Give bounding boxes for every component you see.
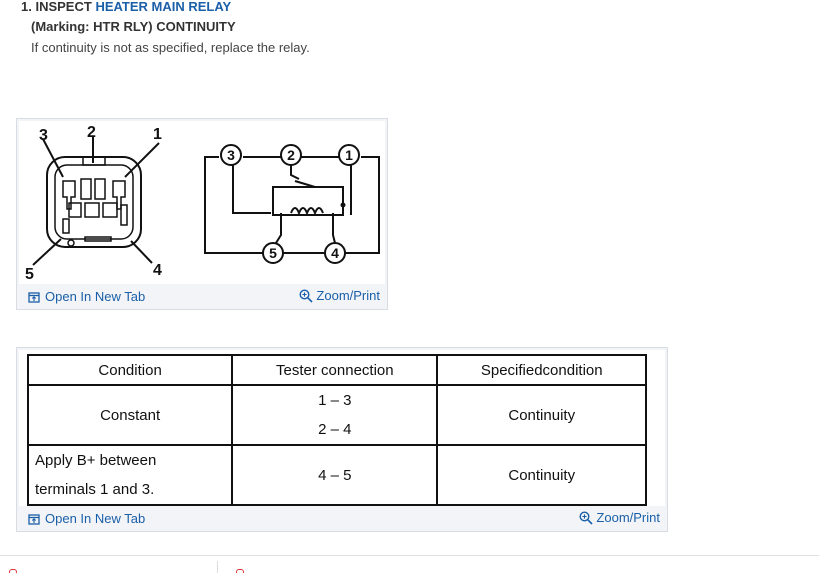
relay-connector-outline xyxy=(46,156,142,248)
relay-figure: 3 2 1 5 4 3 2 1 5 4 xyxy=(16,118,388,310)
table-header-tester-connection: Tester connection xyxy=(231,354,439,386)
step-title: 1. INSPECT HEATER MAIN RELAY xyxy=(21,0,231,14)
table-header-specified-condition: Specifiedcondition xyxy=(436,354,647,386)
continuity-table-image[interactable]: Condition Tester connection Specifiedcon… xyxy=(19,350,665,506)
schematic-terminal-label: 2 xyxy=(287,147,295,163)
schematic-wire xyxy=(204,156,269,254)
zoom-icon xyxy=(299,288,313,303)
schematic-terminal-label: 5 xyxy=(269,245,277,261)
zoom-print-label: Zoom/Print xyxy=(316,288,380,303)
step-title-prefix: INSPECT xyxy=(35,0,92,14)
table-row: Constant 1 – 3 2 – 4 Continuity xyxy=(26,384,647,446)
table-row: Apply B+ between terminals 1 and 3. 4 – … xyxy=(26,444,647,506)
zoom-print-label: Zoom/Print xyxy=(596,510,660,525)
connection-line: 2 – 4 xyxy=(318,421,352,438)
schematic-terminal-label: 3 xyxy=(227,147,235,163)
connection-line: 1 – 3 xyxy=(318,392,352,409)
condition-line: Apply B+ between xyxy=(35,452,157,469)
zoom-print-link[interactable]: Zoom/Print xyxy=(299,288,380,303)
table-cell-specified: Continuity xyxy=(436,444,647,506)
connector-terminal-label: 4 xyxy=(153,262,162,279)
open-in-new-tab-link[interactable]: Open In New Tab xyxy=(28,289,145,304)
step-number: 1. xyxy=(21,0,32,14)
bottom-separator xyxy=(217,561,218,573)
continuity-table: Condition Tester connection Specifiedcon… xyxy=(26,354,647,506)
connector-terminal-label: 1 xyxy=(153,126,162,143)
step-note: If continuity is not as specified, repla… xyxy=(31,40,310,55)
bottom-action-icon[interactable] xyxy=(9,569,17,573)
table-cell-specified: Continuity xyxy=(436,384,647,446)
connector-terminal-label: 3 xyxy=(39,127,48,144)
figure-footer: Open In New Tab Zoom/Print xyxy=(17,285,387,309)
continuity-table-figure: Condition Tester connection Specifiedcon… xyxy=(16,347,668,532)
condition-line: terminals 1 and 3. xyxy=(35,481,155,498)
zoom-print-link[interactable]: Zoom/Print xyxy=(579,510,660,525)
bottom-action-icon[interactable] xyxy=(236,569,244,573)
table-header-row: Condition Tester connection Specifiedcon… xyxy=(26,354,647,386)
table-cell-connection: 1 – 3 2 – 4 xyxy=(231,384,439,446)
open-in-new-tab-label: Open In New Tab xyxy=(45,511,146,526)
table-cell-condition: Apply B+ between terminals 1 and 3. xyxy=(26,444,234,506)
connector-terminal-label: 2 xyxy=(87,124,96,141)
step-marking: (Marking: HTR RLY) CONTINUITY xyxy=(31,19,236,34)
figure-footer: Open In New Tab Zoom/Print xyxy=(17,507,667,531)
connector-terminal-label: 5 xyxy=(25,266,34,283)
table-cell-connection: 4 – 5 xyxy=(231,444,439,506)
heater-main-relay-link[interactable]: HEATER MAIN RELAY xyxy=(95,0,232,14)
zoom-icon xyxy=(579,510,593,525)
open-tab-icon xyxy=(28,513,40,525)
table-header-condition: Condition xyxy=(26,354,234,386)
schematic-wire xyxy=(339,156,380,254)
schematic-terminal-label: 1 xyxy=(345,147,353,163)
open-in-new-tab-label: Open In New Tab xyxy=(45,289,146,304)
table-cell-condition: Constant xyxy=(26,384,234,446)
bottom-divider xyxy=(0,555,819,556)
open-in-new-tab-link[interactable]: Open In New Tab xyxy=(28,511,145,526)
open-tab-icon xyxy=(28,291,40,303)
relay-diagram: 3 2 1 5 4 3 2 1 5 4 xyxy=(25,124,380,283)
schematic-terminal-label: 4 xyxy=(331,245,339,261)
relay-diagram-image[interactable]: 3 2 1 5 4 3 2 1 5 4 xyxy=(19,121,385,284)
